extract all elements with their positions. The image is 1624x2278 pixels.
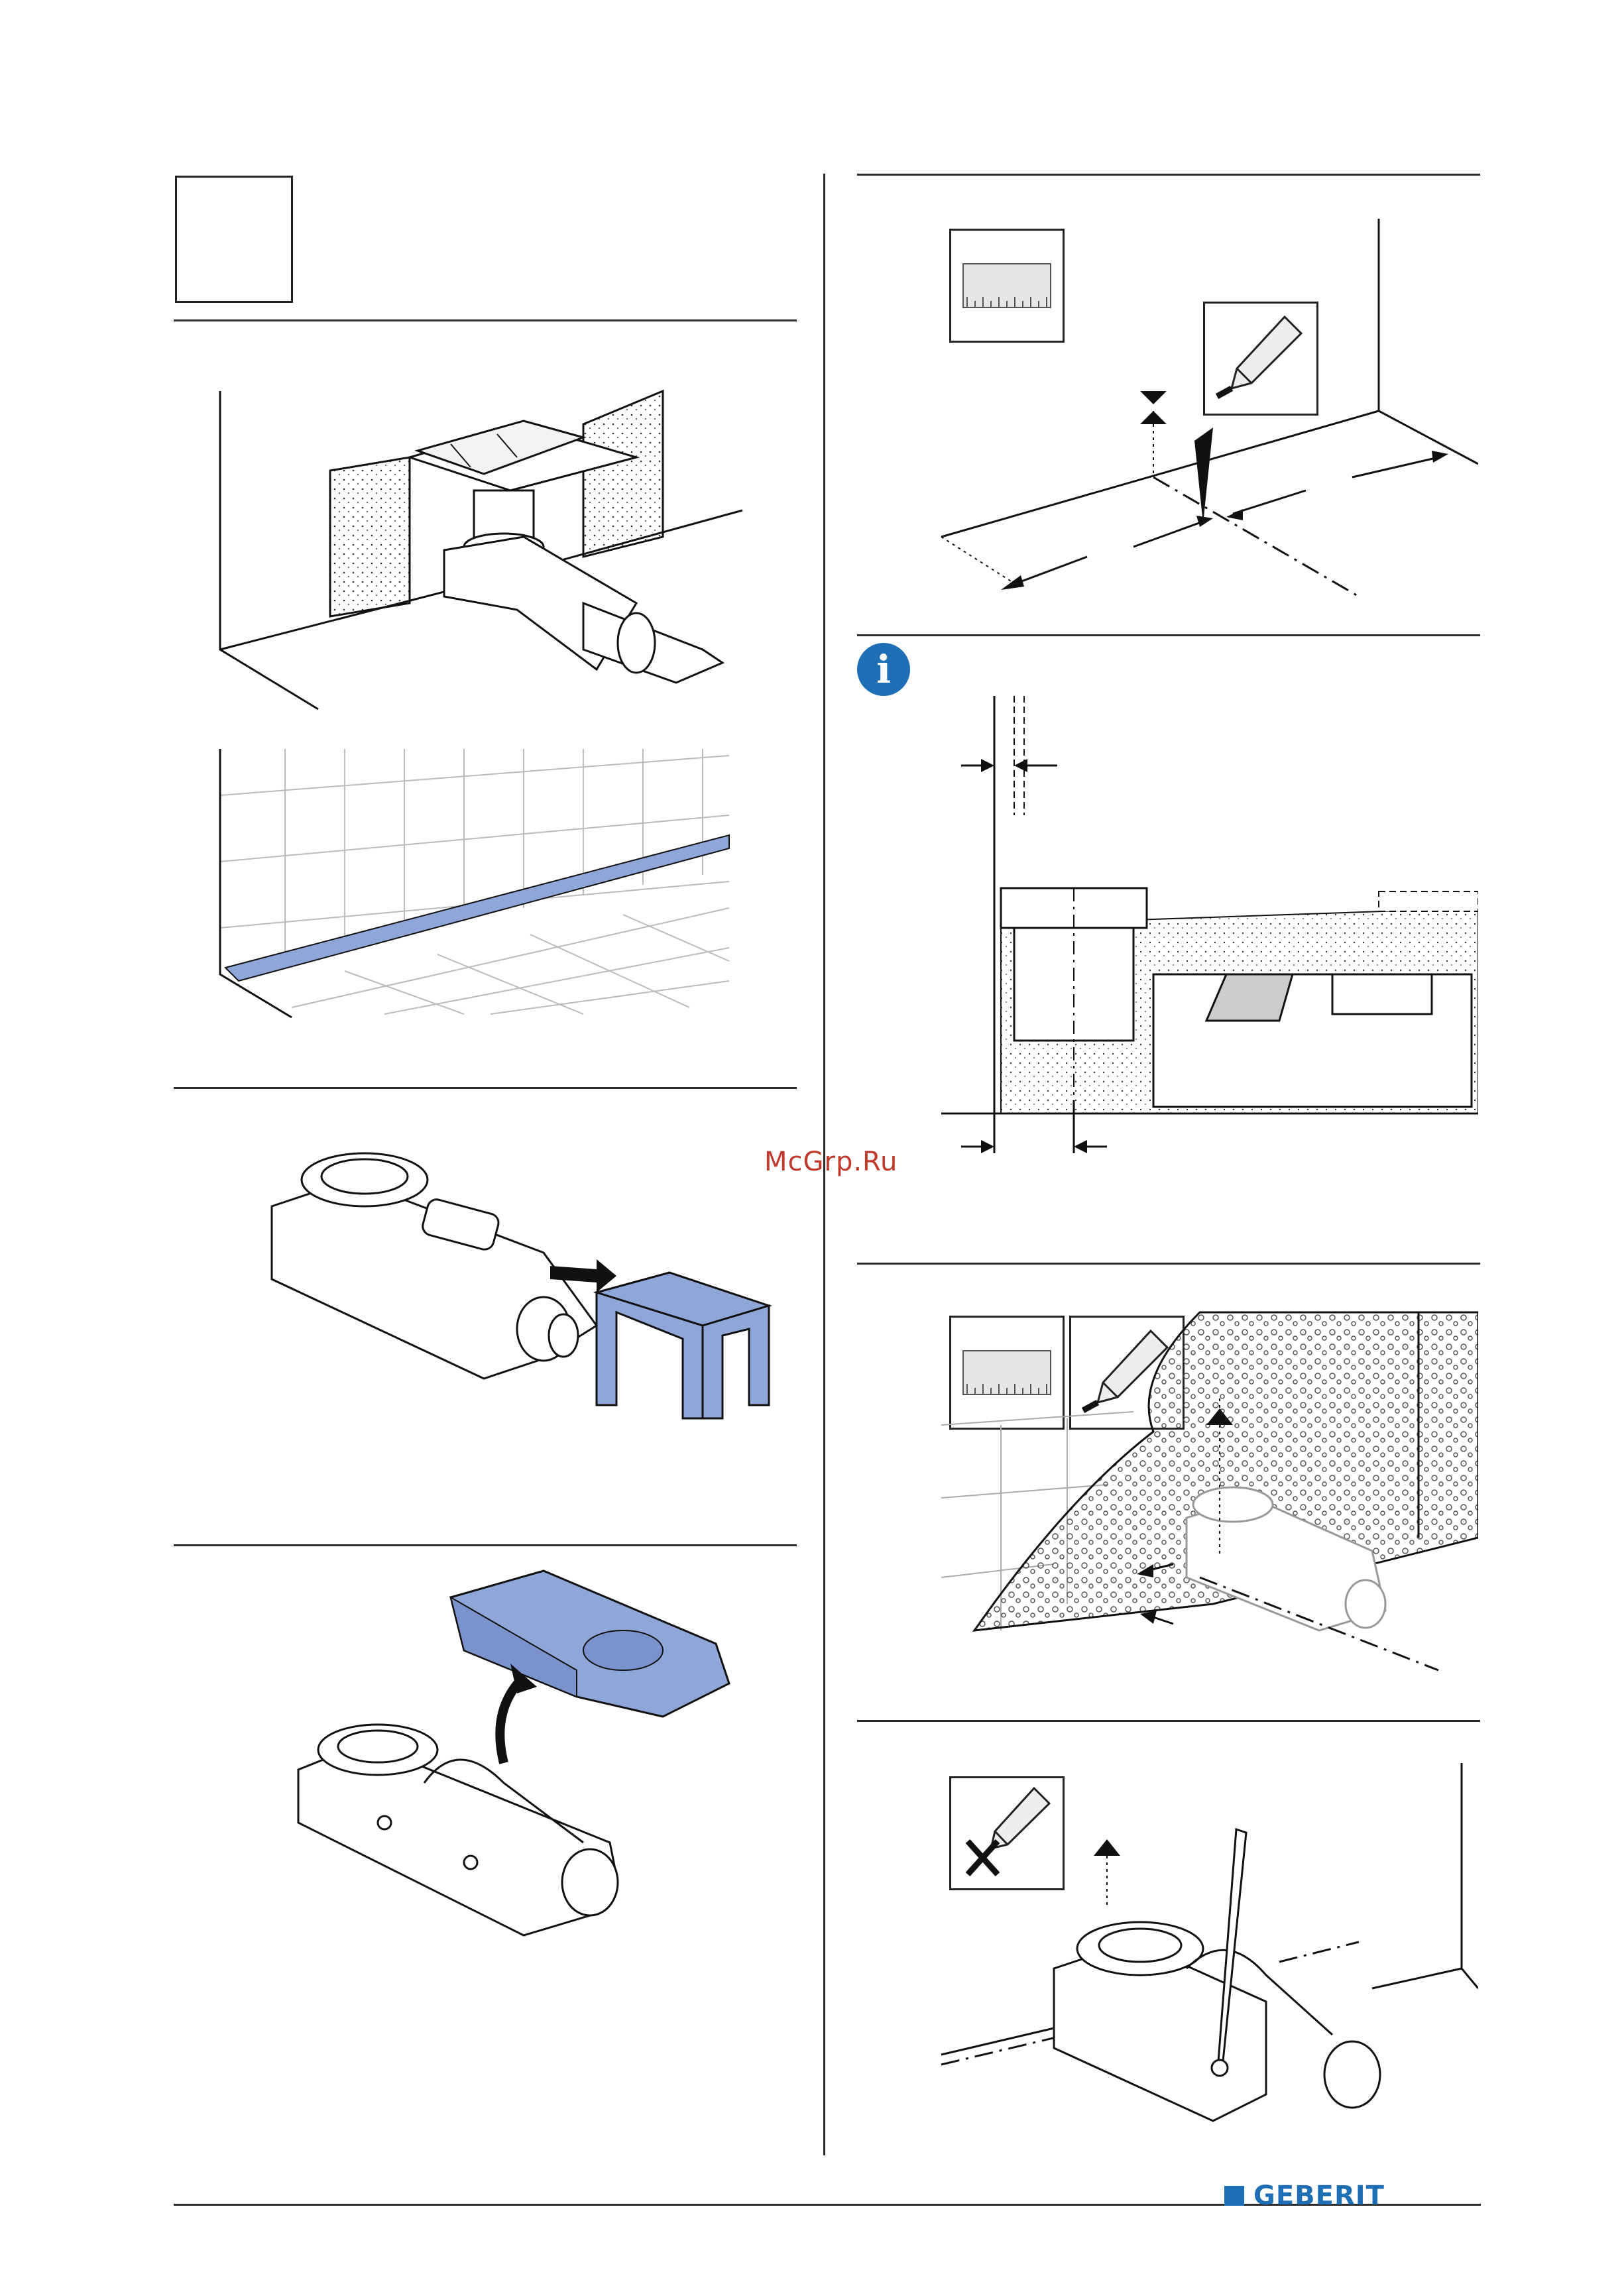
illustration-tiled-floor xyxy=(212,742,742,1021)
illustration-cross-section xyxy=(935,689,1478,1193)
info-icon: i xyxy=(857,643,910,696)
illustration-lift-cover xyxy=(292,1564,795,1949)
watermark: McGrp.Ru xyxy=(764,1147,898,1177)
left-rule-2 xyxy=(174,1087,797,1089)
illustration-measure-floor xyxy=(935,212,1478,610)
left-top-rule xyxy=(174,319,797,321)
brand-square xyxy=(1224,2186,1244,2206)
left-rule-3 xyxy=(174,1544,797,1546)
illustration-plaster-wall xyxy=(935,1299,1478,1697)
illustration-drain-installed xyxy=(212,384,756,716)
right-rule-3 xyxy=(857,1263,1480,1265)
right-rule-2 xyxy=(857,634,1480,636)
brand-logo: GEBERIT xyxy=(1224,2181,1385,2211)
step-number-box xyxy=(175,176,293,303)
right-top-rule xyxy=(857,174,1480,176)
illustration-remove-clip xyxy=(265,1140,795,1471)
brand-name: GEBERIT xyxy=(1253,2181,1385,2211)
illustration-mark-position xyxy=(935,1750,1478,2174)
right-rule-4 xyxy=(857,1720,1480,1722)
